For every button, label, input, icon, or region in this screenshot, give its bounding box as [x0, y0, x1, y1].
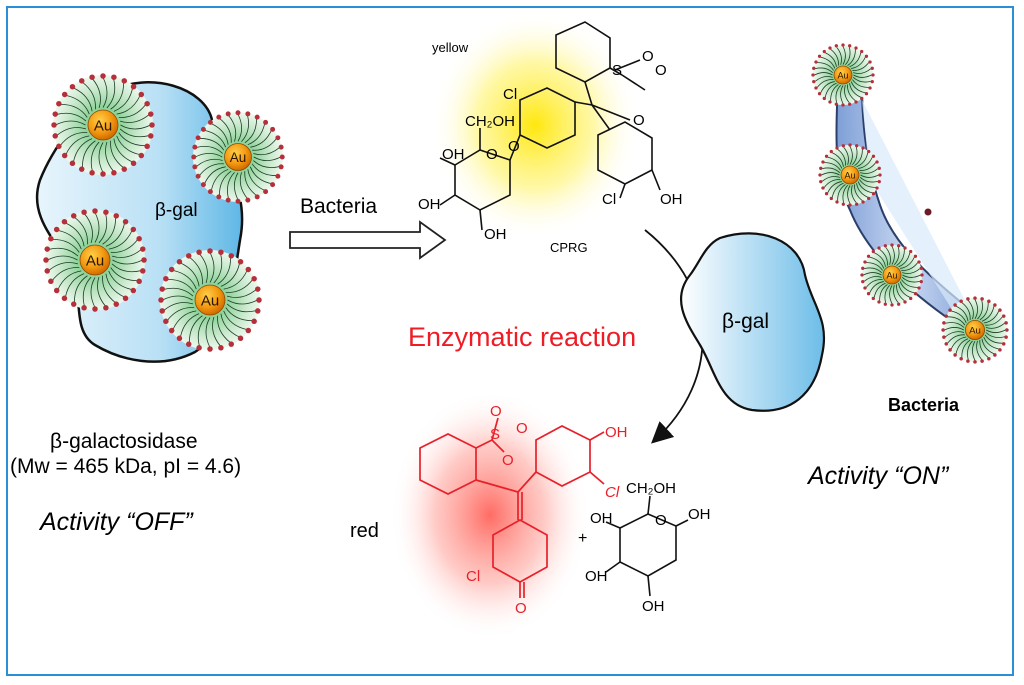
atom-oh-g2: OH [688, 506, 711, 523]
activity-off-label: Activity “OFF” [40, 508, 193, 536]
arrow-label-bacteria: Bacteria [300, 195, 378, 218]
atom-o-3: O [642, 48, 654, 65]
gold-core-label: Au [844, 170, 855, 180]
bacterium-highlight [862, 100, 975, 330]
atom-o-4: O [655, 62, 667, 79]
atom-cl-2: Cl [602, 191, 617, 208]
gold-core-label: Au [201, 293, 219, 310]
reaction-label: Enzymatic reaction [408, 322, 637, 352]
plus-sign: + [578, 530, 588, 547]
gold-nanoparticle-left-2: Au [43, 208, 147, 312]
gold-core-label: Au [969, 326, 981, 337]
enzyme-label-left: β-gal [155, 200, 198, 221]
activity-on-label: Activity “ON” [808, 462, 949, 490]
yellow-glow [430, 10, 640, 240]
galactose-structure [605, 495, 689, 597]
bacteria-label: Bacteria [888, 395, 960, 415]
gold-core-label: Au [886, 270, 897, 280]
enzyme-blob-center [679, 232, 826, 412]
atom-o-5: O [633, 112, 645, 129]
atom-oh-red: OH [605, 424, 628, 441]
red-product-structure [419, 417, 605, 598]
product-color-label: red [350, 520, 379, 542]
gold-nanoparticle-right-3: Au [941, 296, 1009, 364]
atom-ch2oh-2: CH₂OH [626, 480, 676, 497]
gold-core-label: Au [94, 118, 112, 135]
gold-core-label: Au [230, 150, 247, 165]
atom-ch2oh: CH₂OH [465, 113, 515, 130]
atom-s-red: S [490, 426, 501, 443]
enzyme-label-center: β-gal [722, 310, 770, 333]
atom-cl-1: Cl [503, 86, 518, 103]
gold-nanoparticle-left-0: Au [51, 73, 155, 177]
gold-nanoparticle-left-3: Au [158, 248, 262, 352]
atom-oh-2: OH [418, 196, 441, 213]
cprg-structure [439, 21, 661, 231]
atom-o-g1: O [655, 512, 667, 529]
atom-oh-g3: OH [585, 568, 608, 585]
figure-border [6, 6, 1014, 676]
gold-nanoparticle-left-1: Au [191, 110, 285, 204]
substrate-name: CPRG [550, 240, 588, 255]
enzyme-properties: (Mw = 465 kDa, pI = 4.6) [10, 455, 242, 478]
substrate-color-label: yellow [432, 40, 469, 55]
gold-core-label: Au [837, 70, 848, 80]
atom-o-red-4: O [515, 600, 527, 617]
atom-o-1: O [508, 138, 520, 155]
atom-cl-red-2: Cl [466, 568, 481, 585]
atom-cl-red-1: Cl [605, 484, 620, 501]
atom-oh-4: OH [660, 191, 683, 208]
red-glow [390, 390, 590, 640]
atom-oh-g4: OH [642, 598, 665, 615]
atom-s: S [612, 62, 623, 79]
atom-oh-3: OH [484, 226, 507, 243]
bacterium-dot [924, 208, 932, 216]
reaction-arrow [289, 220, 447, 260]
atom-o-red-2: O [516, 420, 528, 437]
atom-oh-g1: OH [590, 510, 613, 527]
atom-o-2: O [486, 146, 498, 163]
enzyme-name: β-galactosidase [50, 430, 198, 453]
atom-o-red-1: O [490, 403, 502, 420]
gold-core-label: Au [86, 253, 104, 270]
gold-nanoparticle-right-2: Au [860, 243, 924, 307]
gold-nanoparticle-right-1: Au [818, 143, 882, 207]
gold-nanoparticle-right-0: Au [811, 43, 875, 107]
atom-o-red-3: O [502, 452, 514, 469]
atom-oh-1: OH [442, 146, 465, 163]
